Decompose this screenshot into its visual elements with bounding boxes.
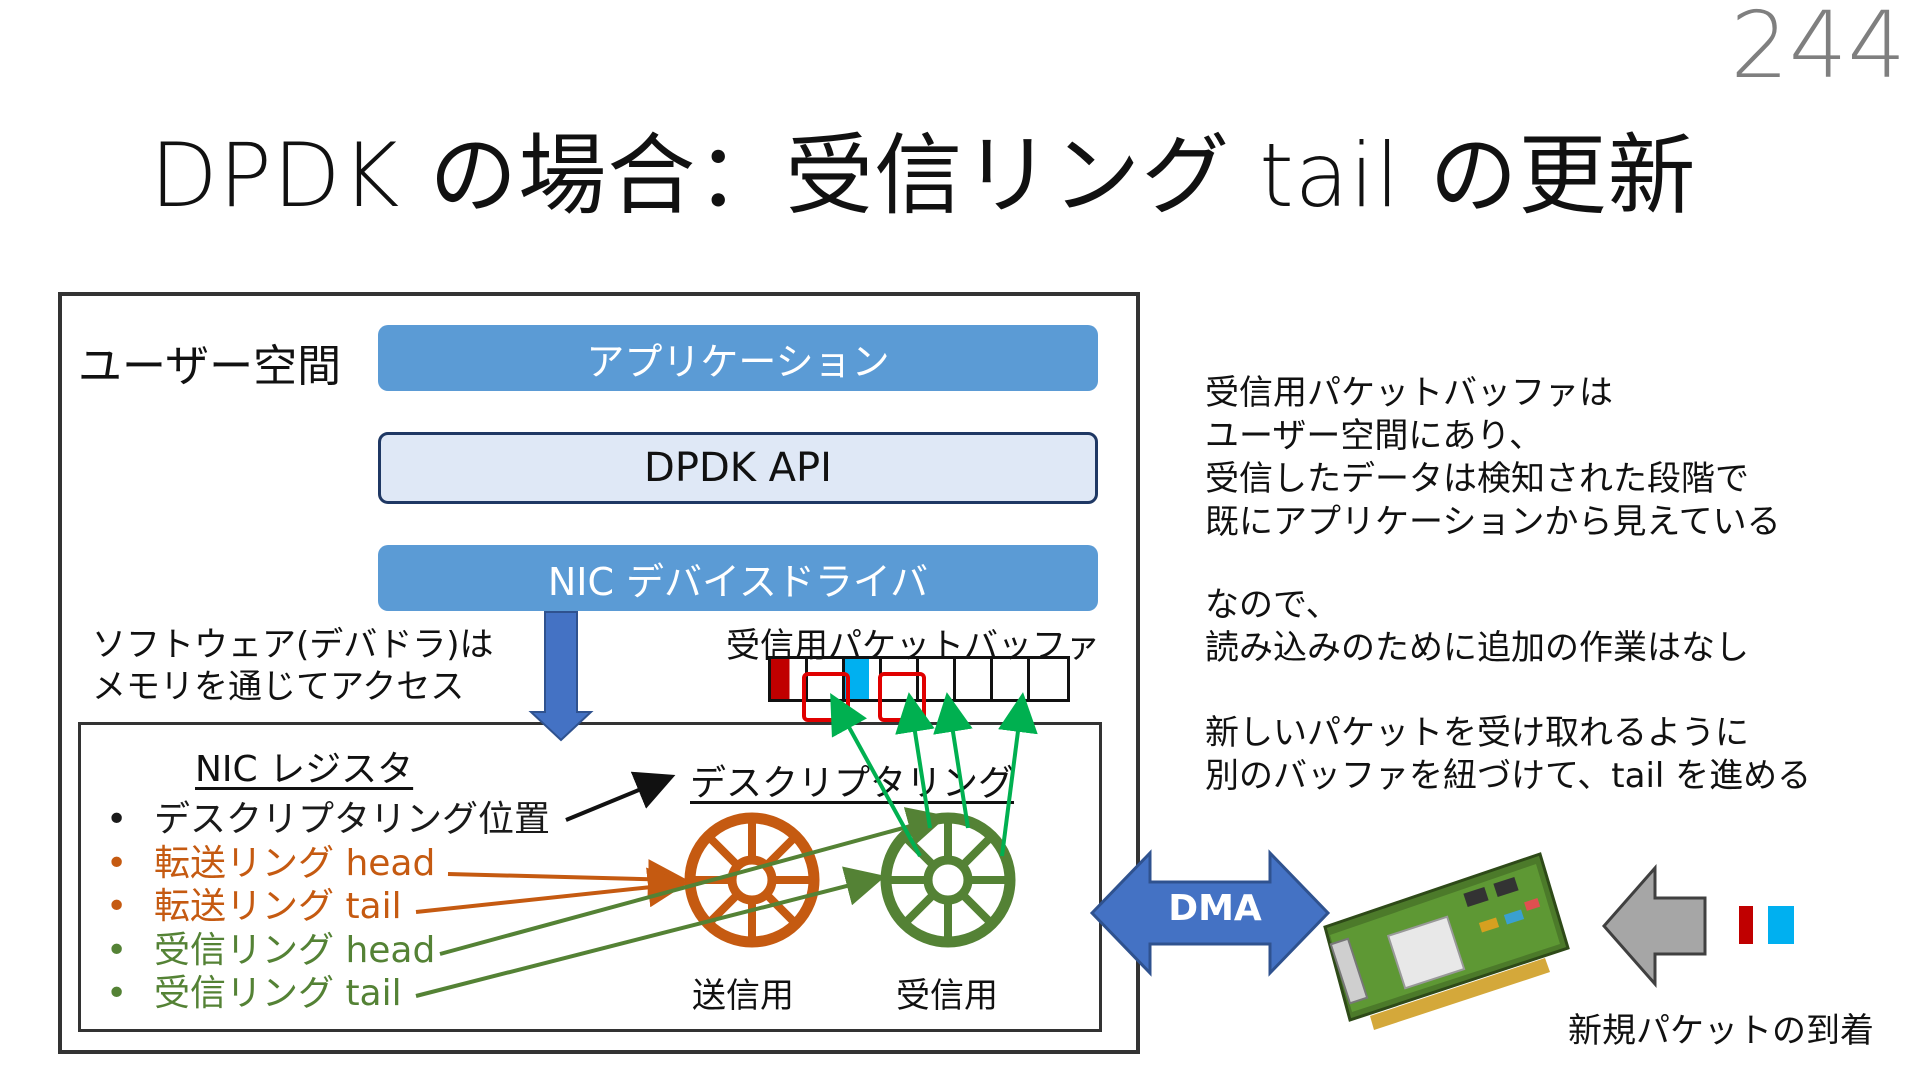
software-note-line-2: メモリを通じてアクセス	[92, 667, 465, 707]
tx-ring-label: 送信用	[692, 976, 794, 1016]
user-space-label: ユーザー空間	[78, 341, 342, 392]
nic-card-image	[1323, 852, 1570, 1030]
arrival-label: 新規パケットの到着	[1568, 1011, 1874, 1051]
rx-slot-arrow-3	[933, 692, 973, 829]
dpdk-api-layer: DPDK API	[378, 432, 1098, 504]
buffer-slot-filled-red	[771, 659, 808, 699]
arrival-arrow	[1602, 864, 1707, 988]
driver-down-arrow	[528, 611, 594, 742]
dma-label: DMA	[1168, 888, 1262, 929]
dma-double-arrow	[1089, 849, 1331, 977]
explanation-line: 別のバッファを紐づけて、tail を進める	[1205, 756, 1812, 796]
software-note-line-1: ソフトウェア(デバドラ)は	[92, 625, 494, 665]
buffer-slot	[993, 659, 1030, 699]
rx-ring-label: 受信用	[896, 976, 998, 1016]
rx-slot-arrow-2	[895, 692, 935, 829]
explanation-line: 受信したデータは検知された段階で	[1205, 459, 1749, 499]
rx-head-arrow	[439, 807, 948, 956]
tx-head-arrow	[447, 859, 688, 900]
explanation-paragraph-3: 新しいパケットを受け取れるように 別のバッファを紐づけて、tail を進める	[1205, 712, 1811, 798]
register-item: •受信リング tail	[106, 973, 402, 1014]
register-item: •受信リング head	[106, 929, 436, 971]
nic-driver-layer: NIC デバイスドライバ	[378, 545, 1098, 611]
arriving-packet-blue	[1768, 906, 1794, 944]
nic-register-label: NIC レジスタ	[195, 749, 414, 790]
buffer-slot	[919, 659, 956, 699]
explanation-paragraph-2: なので、 読み込みのために追加の作業はなし	[1205, 584, 1749, 670]
slide-title: DPDK の場合：受信リング tail の更新	[150, 124, 1697, 227]
register-item: •転送リング head	[106, 842, 436, 884]
register-item-tx-tail: 転送リング tail	[154, 886, 402, 927]
explanation-line: 読み込みのために追加の作業はなし	[1205, 628, 1749, 668]
register-item-tx-head: 転送リング head	[154, 842, 436, 884]
explanation-line: ユーザー空間にあり、	[1205, 416, 1543, 456]
rx-slot-arrow-1	[830, 692, 922, 857]
register-item: •転送リング tail	[106, 886, 402, 927]
rx-ring-icon	[880, 812, 1016, 948]
buffer-slot	[808, 659, 845, 699]
tx-ring-icon	[684, 812, 820, 948]
user-space-box	[58, 292, 1140, 1054]
register-item-rx-head: 受信リング head	[154, 929, 436, 971]
rx-tail-arrow	[415, 866, 886, 998]
page-number: 244	[1730, 0, 1906, 99]
nic-register-box	[78, 722, 1102, 1032]
explanation-paragraph-1: 受信用パケットバッファは ユーザー空間にあり、 受信したデータは検知された段階で…	[1205, 372, 1781, 544]
register-item: •デスクリプタリング位置	[106, 799, 551, 840]
explanation-line: 新しいパケットを受け取れるように	[1205, 713, 1749, 753]
explanation-line: なので、	[1205, 585, 1340, 625]
register-item-rx-tail: 受信リング tail	[154, 973, 402, 1014]
buffer-slot	[956, 659, 993, 699]
buffer-slot	[882, 659, 919, 699]
desc-ring-pointer-arrow	[565, 771, 676, 822]
explanation-line: 受信用パケットバッファは	[1205, 373, 1613, 413]
tx-tail-arrow	[415, 867, 688, 914]
explanation-line: 既にアプリケーションから見えている	[1205, 502, 1781, 542]
arriving-packet-red	[1739, 906, 1753, 944]
software-note: ソフトウェア(デバドラ)は メモリを通じてアクセス	[92, 624, 494, 708]
application-layer: アプリケーション	[378, 325, 1098, 391]
rx-slot-arrow-4	[998, 692, 1038, 857]
nic-register-list: •デスクリプタリング位置 •転送リング head •転送リング tail •受信…	[106, 798, 550, 1016]
register-item-desc-ring: デスクリプタリング位置	[154, 799, 551, 840]
